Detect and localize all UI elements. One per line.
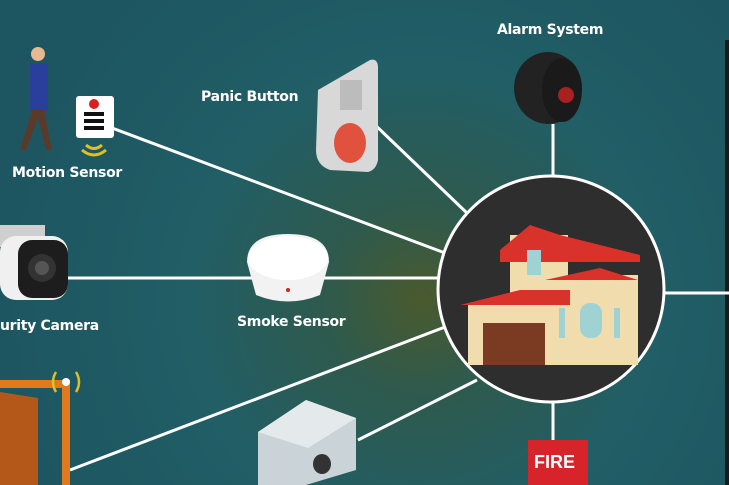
line-motion [111,126,446,255]
label-alarm-system: Alarm System [497,22,604,38]
alarm-siren-icon [514,52,582,124]
safe-icon [258,400,356,485]
line-panic [370,120,470,216]
house-icon [460,225,640,365]
smoke-sensor-icon [247,234,329,302]
connection-lines [68,120,729,472]
security-camera-icon [0,225,68,300]
label-motion-sensor: Motion Sensor [12,165,123,181]
fire-sign-text: FIRE [534,452,575,472]
motion-sensor-icon [76,96,114,157]
home-hub [436,174,666,404]
label-smoke-sensor: Smoke Sensor [237,314,346,330]
fire-alarm-icon: FIRE [528,440,588,485]
right-panel-edge [725,40,729,485]
door-sensor-icon [0,371,81,485]
line-door [69,325,446,472]
label-panic-button: Panic Button [201,89,299,105]
panic-button-icon [316,59,378,172]
label-security-camera: urity Camera [0,318,99,334]
person-walking-icon [20,47,52,150]
line-safe [357,378,478,442]
